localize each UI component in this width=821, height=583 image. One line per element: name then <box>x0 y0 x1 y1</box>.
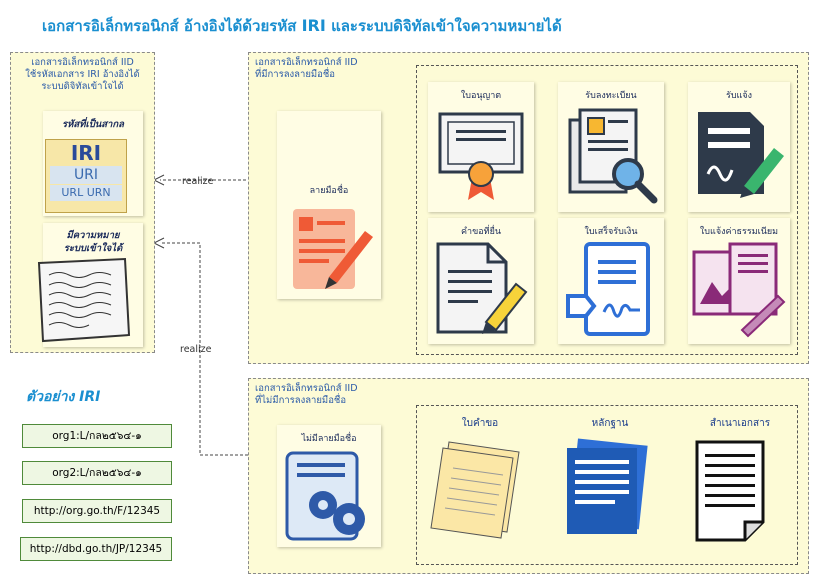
unsigned-panel-title: เอกสารอิเล็กทรอนิกส์ IID ที่ไม่มีการลงลา… <box>255 383 358 407</box>
submitted-request-label: คำขอที่ยื่น <box>461 227 501 237</box>
iid-panel-line3: ระบบดิจิทัลเข้าใจได้ <box>41 81 124 92</box>
fee-documents-icon <box>692 242 786 338</box>
evidence-label: หลักฐาน <box>591 418 629 429</box>
no-signature-card: ไม่มีลายมือชื่อ <box>277 425 381 547</box>
universal-id-label: รหัสที่เป็นสากล <box>62 119 124 130</box>
signed-panel-title: เอกสารอิเล็กทรอนิกส์ IID ที่มีการลงลายมื… <box>255 57 358 81</box>
receipt-signature-icon <box>566 242 650 336</box>
unsigned-panel-line2: ที่ไม่มีการลงลายมือชื่อ <box>255 395 347 406</box>
document-copy-icon <box>695 440 765 542</box>
title-prefix: เอกสารอิเล็กทรอนิกส์ อ้างอิงได้ด้วยรหัส <box>42 17 297 35</box>
urn-text: URL URN <box>50 185 122 201</box>
signature-card: ลายมือชื่อ <box>277 111 381 299</box>
document-copy-label: สำเนาเอกสาร <box>709 418 771 429</box>
semantic-label-line1: มีความหมาย <box>66 230 120 241</box>
document-pencil-icon <box>436 242 528 334</box>
iri-uri-urn-icon: IRI URI URL URN <box>45 139 127 213</box>
registration-card: รับลงทะเบียน <box>558 82 664 212</box>
document-sign-icon <box>698 112 784 198</box>
document-search-icon <box>568 108 658 204</box>
title-suffix: และระบบดิจิทัลเข้าใจความหมายได้ <box>331 17 562 35</box>
request-form-card: ใบคำขอ <box>425 410 535 546</box>
semantic-label: มีความหมาย ระบบเข้าใจได้ <box>43 229 143 255</box>
unsigned-panel-line1: เอกสารอิเล็กทรอนิกส์ IID <box>255 383 358 394</box>
iid-concept-panel: เอกสารอิเล็กทรอนิกส์ IID ใช้รหัสเอกสาร I… <box>10 52 155 353</box>
universal-id-card: รหัสที่เป็นสากล IRI URI URL URN <box>43 111 143 216</box>
fee-notice-card: ใบแจ้งค่าธรรมเนียม <box>688 218 790 344</box>
fee-notice-label: ใบแจ้งค่าธรรมเนียม <box>699 227 779 237</box>
request-form-label: ใบคำขอ <box>461 418 499 429</box>
license-card: ใบอนุญาต <box>428 82 534 212</box>
registration-label: รับลงทะเบียน <box>585 91 637 101</box>
semantic-label-line2: ระบบเข้าใจได้ <box>63 243 123 254</box>
iid-panel-title: เอกสารอิเล็กทรอนิกส์ IID ใช้รหัสเอกสาร I… <box>11 57 154 93</box>
signed-panel-line1: เอกสารอิเล็กทรอนิกส์ IID <box>255 57 358 68</box>
iid-panel-line1: เอกสารอิเล็กทรอนิกส์ IID <box>31 57 134 68</box>
example-iri-4: http://dbd.go.th/JP/12345 <box>20 537 172 561</box>
signed-document-icon <box>293 209 373 289</box>
page-title: เอกสารอิเล็กทรอนิกส์ อ้างอิงได้ด้วยรหัส … <box>42 14 562 38</box>
iri-text: IRI <box>70 141 102 165</box>
submitted-request-card: คำขอที่ยื่น <box>428 218 534 344</box>
notification-card: รับแจ้ง <box>688 82 790 212</box>
blue-document-stack-icon <box>567 438 648 534</box>
signed-panel-line2: ที่มีการลงลายมือชื่อ <box>255 69 336 80</box>
signature-label: ลายมือชื่อ <box>309 186 349 196</box>
evidence-card: หลักฐาน <box>555 410 665 546</box>
receipt-card: ใบเสร็จรับเงิน <box>558 218 664 344</box>
license-label: ใบอนุญาต <box>460 91 502 101</box>
examples-heading-iri: IRI <box>79 389 101 405</box>
certificate-icon <box>438 112 524 200</box>
examples-heading: ตัวอย่าง IRI <box>26 386 100 408</box>
receipt-label: ใบเสร็จรับเงิน <box>584 227 638 237</box>
examples-heading-prefix: ตัวอย่าง <box>26 389 75 405</box>
paper-stack-icon <box>430 441 520 539</box>
handwritten-paper-icon <box>37 257 131 343</box>
relation-label-bottom: realize <box>180 344 212 355</box>
example-iri-2: org2:L/กล๒๕๖๔-๑ <box>22 461 172 485</box>
document-gears-icon <box>285 451 365 541</box>
notification-label: รับแจ้ง <box>725 91 752 101</box>
semantic-card: มีความหมาย ระบบเข้าใจได้ <box>37 223 143 347</box>
example-iri-3: http://org.go.th/F/12345 <box>22 499 172 523</box>
iid-panel-line2: ใช้รหัสเอกสาร IRI อ้างอิงได้ <box>25 69 140 80</box>
document-copy-card: สำเนาเอกสาร <box>685 410 795 546</box>
uri-text: URI <box>50 166 122 184</box>
no-signature-label: ไม่มีลายมือชื่อ <box>301 434 357 444</box>
example-iri-1: org1:L/กล๒๕๖๔-๑ <box>22 424 172 448</box>
relation-label-top: realize <box>182 176 214 187</box>
title-iri: IRI <box>301 16 326 35</box>
